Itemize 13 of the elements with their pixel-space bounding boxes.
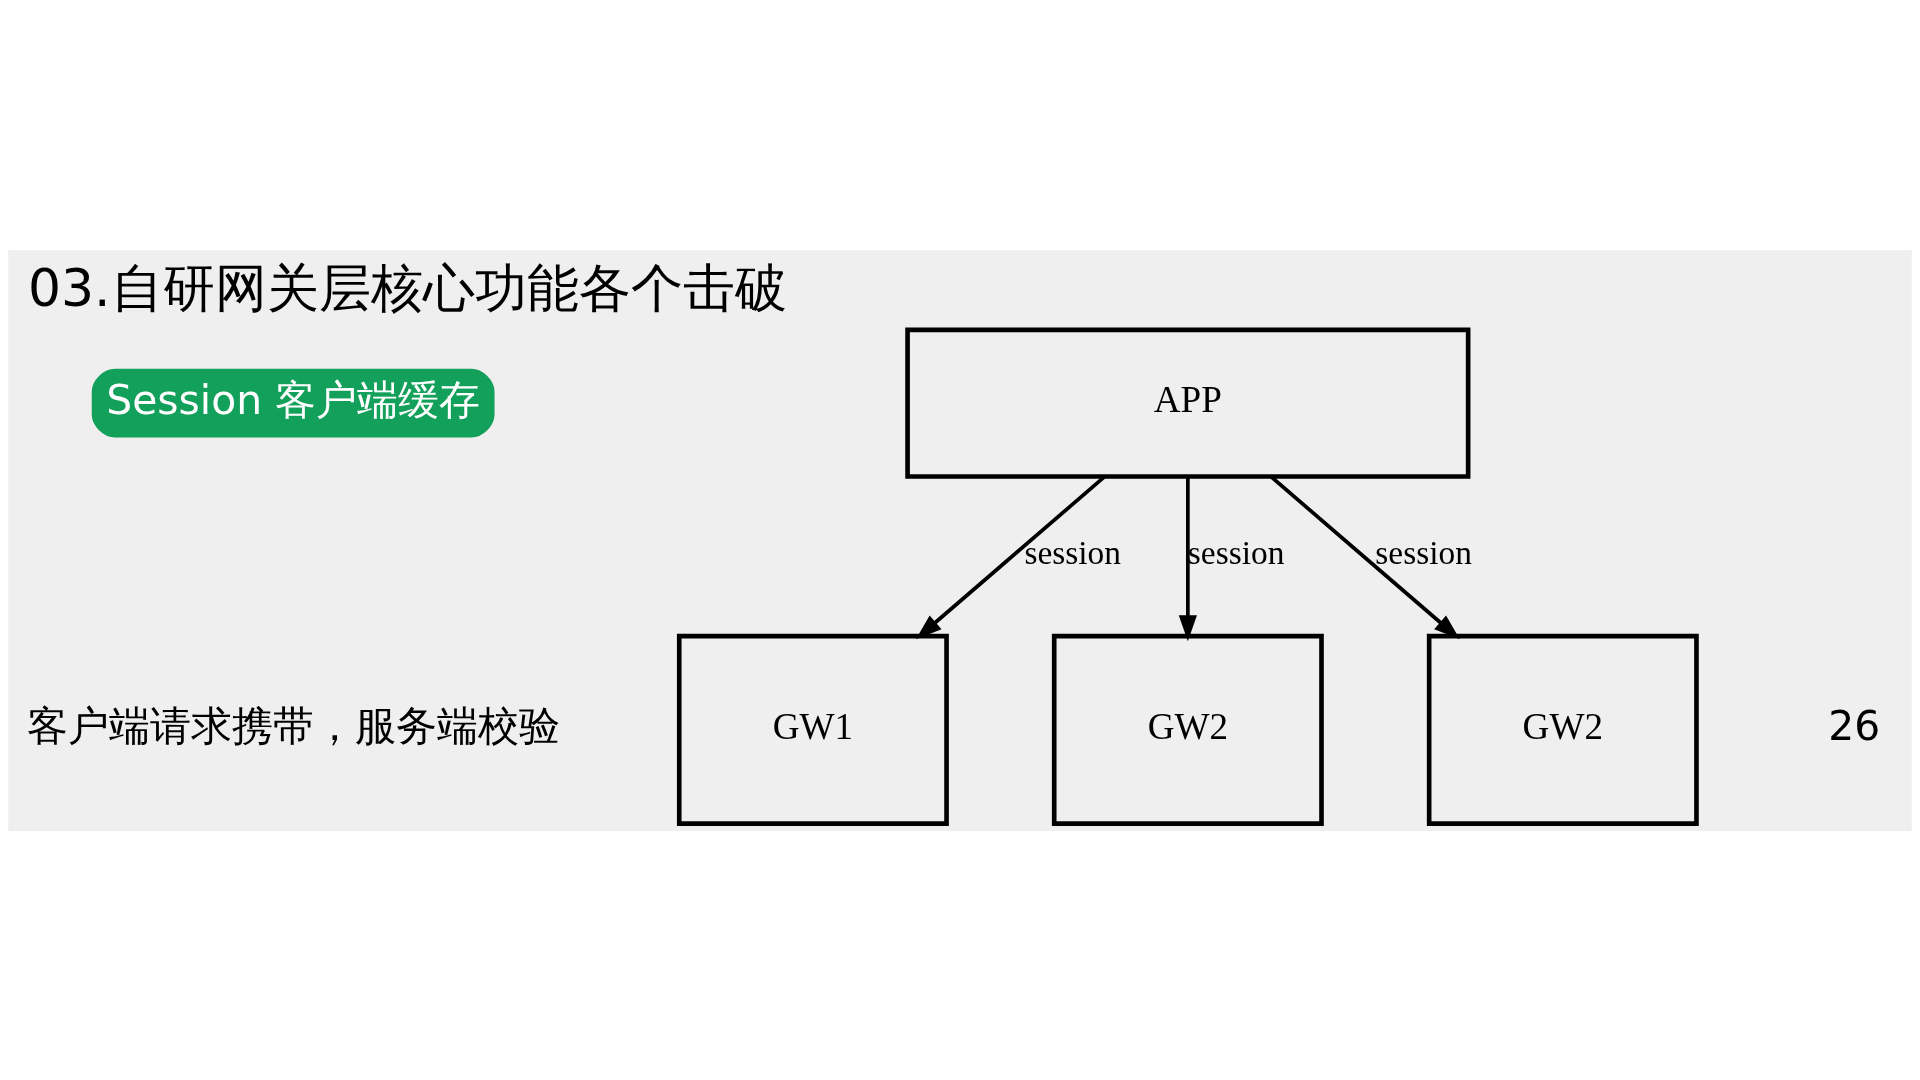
edge-label: session [1375, 533, 1472, 571]
arrow [1269, 474, 1460, 639]
arrow [915, 474, 1106, 639]
diagram-title: 03.自研网关层核心功能各个击破 [27, 257, 787, 318]
label: 26 [1828, 701, 1881, 750]
node-box: APP [905, 327, 1471, 479]
node-box: Session 客户端缓存 [91, 368, 495, 437]
arrow [1178, 476, 1197, 641]
node-box: GW2 [1426, 633, 1699, 826]
label: 客户端请求携带，服务端校验 [26, 701, 560, 750]
edge-label: session [1024, 533, 1122, 571]
node-box: GW1 [676, 633, 949, 826]
node-box: GW2 [1051, 633, 1324, 826]
